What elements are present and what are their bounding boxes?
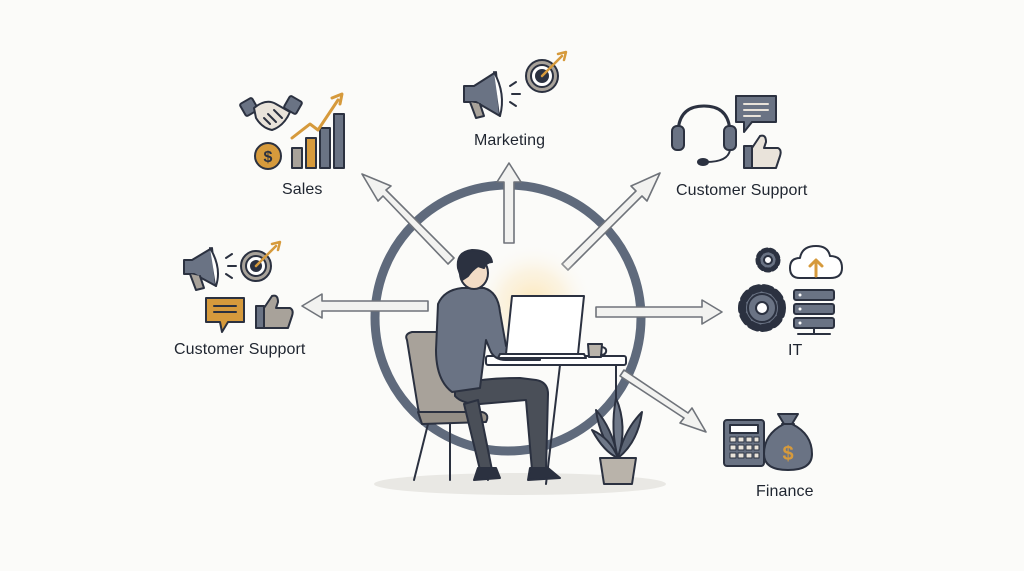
svg-text:$: $ xyxy=(264,149,273,166)
arrow-marketing xyxy=(496,162,522,244)
it-icons xyxy=(738,245,843,335)
label-it: IT xyxy=(788,342,803,359)
label-finance: Finance xyxy=(756,483,814,500)
handshake-icon xyxy=(239,95,303,131)
target-icon xyxy=(525,50,568,93)
marketing-icons xyxy=(463,50,568,119)
server-icon xyxy=(793,289,835,335)
plant-icon xyxy=(591,397,643,485)
chat-bubble-icon xyxy=(735,95,777,133)
support-left-icons xyxy=(183,240,294,333)
target-icon xyxy=(240,240,282,282)
label-customer-support-left: Customer Support xyxy=(174,341,306,358)
thumbs-up-icon xyxy=(255,294,294,329)
label-marketing: Marketing xyxy=(474,132,546,149)
arrow-finance xyxy=(619,369,707,433)
person-at-laptop-icon xyxy=(405,249,627,485)
arrow-support-right xyxy=(561,172,661,271)
headset-icon xyxy=(671,104,737,166)
cloud-upload-icon xyxy=(789,245,843,279)
thumbs-up-icon xyxy=(743,134,782,169)
megaphone-icon xyxy=(183,247,237,291)
dollar-coin-icon: $ xyxy=(254,142,282,170)
growth-bar-chart-icon xyxy=(290,92,345,169)
arrows xyxy=(301,162,723,433)
support-right-icons xyxy=(671,95,782,169)
calculator-icon xyxy=(723,419,765,467)
chat-bubble-icon xyxy=(205,297,245,333)
coffee-mug-icon xyxy=(587,343,608,358)
label-sales: Sales xyxy=(282,181,323,198)
megaphone-icon xyxy=(463,71,521,119)
sales-icons: $ xyxy=(239,92,345,170)
arrow-it xyxy=(595,299,723,325)
arrow-support-left xyxy=(301,293,429,319)
arrow-sales xyxy=(361,173,455,265)
gear-icon xyxy=(738,247,786,332)
money-bag-icon: $ xyxy=(763,413,813,471)
finance-icons: $ xyxy=(723,413,813,471)
label-customer-support-right: Customer Support xyxy=(676,182,808,199)
floor-shadow xyxy=(374,473,666,495)
laptop-icon xyxy=(497,295,587,359)
svg-text:$: $ xyxy=(782,443,793,465)
